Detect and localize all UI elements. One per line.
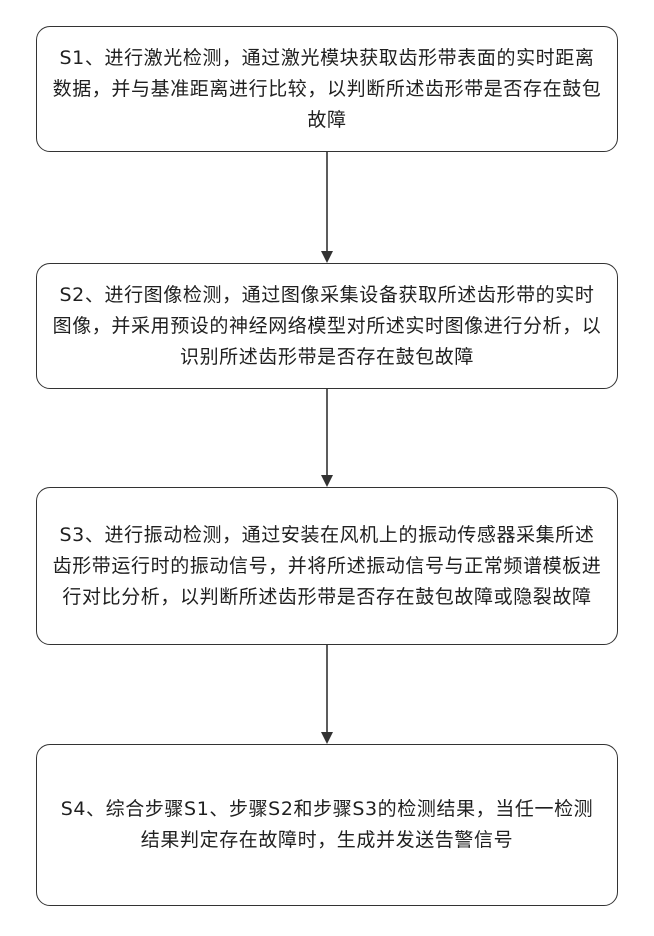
arrow-s3-to-s4 xyxy=(321,645,333,744)
arrow-s2-to-s3 xyxy=(321,389,333,487)
step-box-s3: S3、进行振动检测，通过安装在风机上的振动传感器采集所述齿形带运行时的振动信号，… xyxy=(36,487,618,645)
arrow-s1-to-s2 xyxy=(321,152,333,263)
step-text-s2: S2、进行图像检测，通过图像采集设备获取所述齿形带的实时图像，并采用预设的神经网… xyxy=(51,280,603,373)
step-text-s3: S3、进行振动检测，通过安装在风机上的振动传感器采集所述齿形带运行时的振动信号，… xyxy=(51,520,603,613)
step-box-s1: S1、进行激光检测，通过激光模块获取齿形带表面的实时距离数据，并与基准距离进行比… xyxy=(36,26,618,152)
step-box-s2: S2、进行图像检测，通过图像采集设备获取所述齿形带的实时图像，并采用预设的神经网… xyxy=(36,263,618,389)
step-box-s4: S4、综合步骤S1、步骤S2和步骤S3的检测结果，当任一检测结果判定存在故障时，… xyxy=(36,744,618,906)
step-text-s1: S1、进行激光检测，通过激光模块获取齿形带表面的实时距离数据，并与基准距离进行比… xyxy=(51,43,603,136)
step-text-s4: S4、综合步骤S1、步骤S2和步骤S3的检测结果，当任一检测结果判定存在故障时，… xyxy=(51,794,603,856)
